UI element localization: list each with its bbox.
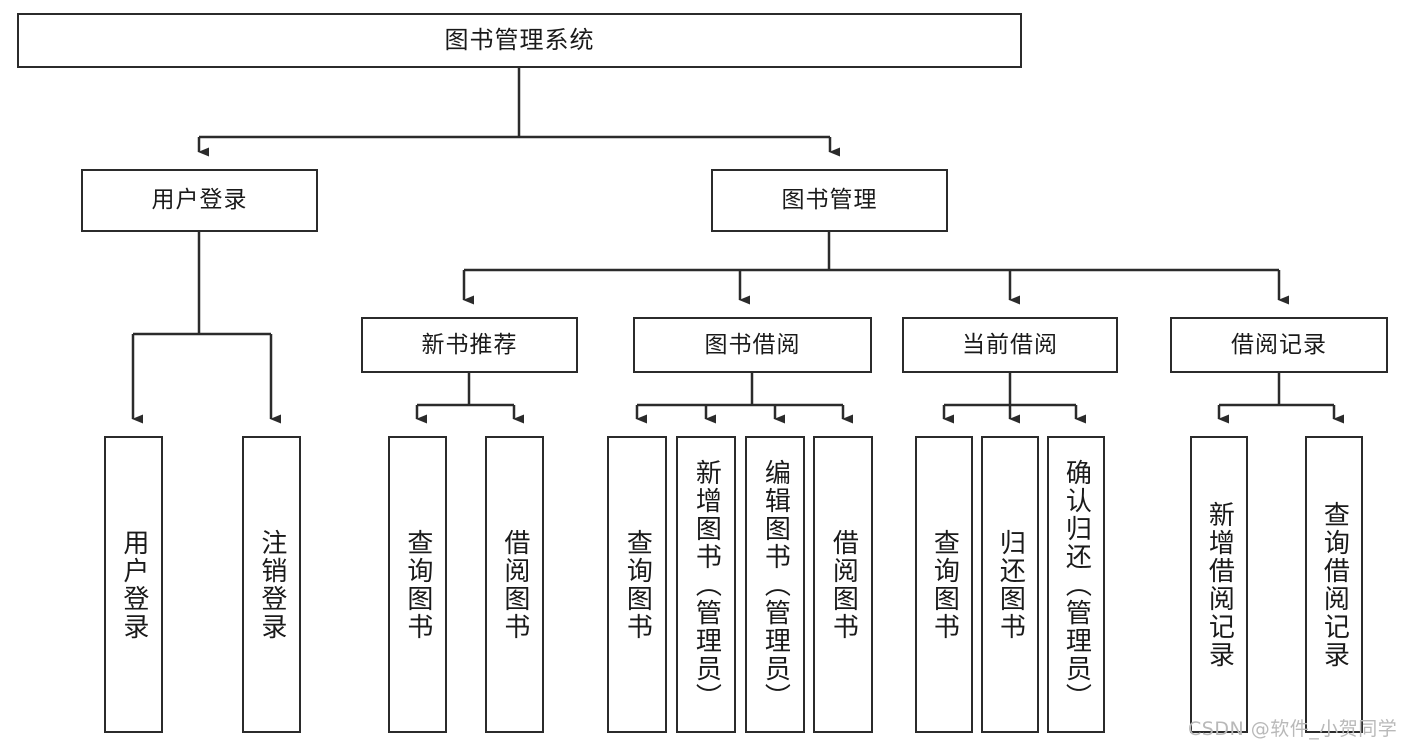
node-label: 确认归还（管理员）: [1061, 458, 1092, 711]
leaf-user-login-login[interactable]: 用户登录: [104, 436, 163, 733]
node-label: 注销登录: [256, 528, 287, 641]
watermark-text: CSDN @软件_小贺同学: [1188, 718, 1398, 740]
leaf-current-borrow-return-book[interactable]: 归还图书: [981, 436, 1039, 733]
leaf-borrow-record-query-record[interactable]: 查询借阅记录: [1305, 436, 1363, 733]
node-borrow-record[interactable]: 借阅记录: [1170, 317, 1388, 373]
node-label: 借阅图书: [828, 528, 859, 641]
node-label: 借阅图书: [499, 528, 530, 641]
node-user-login[interactable]: 用户登录: [81, 169, 318, 232]
node-label: 新增借阅记录: [1204, 500, 1235, 669]
node-label: 新增图书（管理员）: [691, 458, 722, 711]
leaf-book-borrow-query-book[interactable]: 查询图书: [607, 436, 667, 733]
node-label: 用户登录: [118, 528, 149, 641]
node-label: 查询图书: [929, 528, 960, 641]
node-book-borrow[interactable]: 图书借阅: [633, 317, 872, 373]
node-label: 图书管理: [781, 187, 878, 214]
node-new-book-recommend[interactable]: 新书推荐: [361, 317, 578, 373]
node-label: 图书管理系统: [444, 25, 595, 54]
leaf-user-login-logout[interactable]: 注销登录: [242, 436, 301, 733]
node-label: 查询借阅记录: [1319, 500, 1350, 669]
node-label: 当前借阅: [962, 331, 1058, 358]
node-current-borrow[interactable]: 当前借阅: [902, 317, 1118, 373]
leaf-book-borrow-borrow-book[interactable]: 借阅图书: [813, 436, 873, 733]
node-root-book-management-system[interactable]: 图书管理系统: [17, 13, 1022, 68]
node-label: 查询图书: [402, 528, 433, 641]
leaf-book-borrow-add-book-admin[interactable]: 新增图书（管理员）: [676, 436, 736, 733]
leaf-new-book-borrow-book[interactable]: 借阅图书: [485, 436, 544, 733]
node-label: 新书推荐: [421, 331, 518, 358]
node-label: 用户登录: [151, 187, 248, 214]
leaf-current-borrow-query-book[interactable]: 查询图书: [915, 436, 973, 733]
node-book-management[interactable]: 图书管理: [711, 169, 948, 232]
leaf-borrow-record-add-record[interactable]: 新增借阅记录: [1190, 436, 1248, 733]
leaf-book-borrow-edit-book-admin[interactable]: 编辑图书（管理员）: [745, 436, 805, 733]
leaf-current-borrow-confirm-return-admin[interactable]: 确认归还（管理员）: [1047, 436, 1105, 733]
node-label: 借阅记录: [1231, 331, 1327, 358]
node-label: 图书借阅: [704, 331, 801, 358]
leaf-new-book-query-book[interactable]: 查询图书: [388, 436, 447, 733]
node-label: 归还图书: [995, 528, 1026, 641]
node-label: 编辑图书（管理员）: [760, 458, 791, 711]
node-label: 查询图书: [622, 528, 653, 641]
